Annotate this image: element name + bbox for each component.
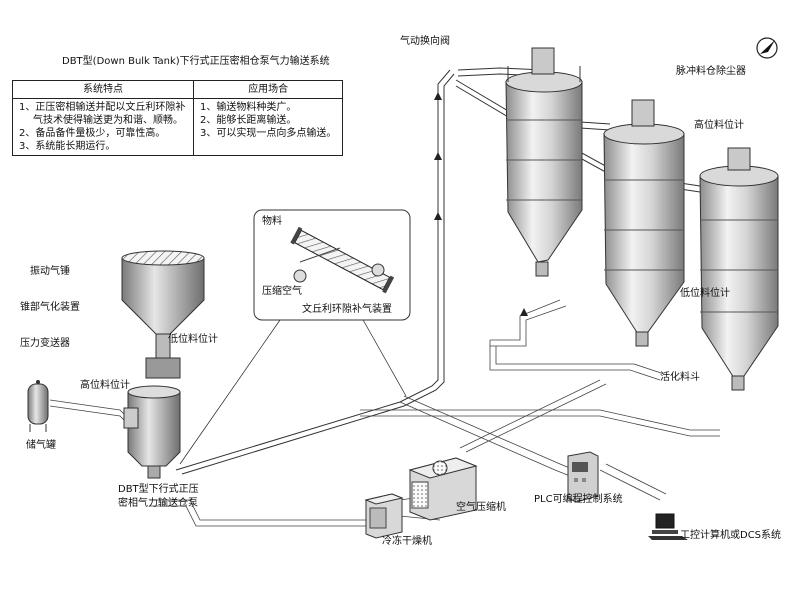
label-venturi-device: 文丘利环隙补气装置 bbox=[302, 304, 392, 315]
pump-icon bbox=[121, 250, 205, 479]
label-air-receiver: 储气罐 bbox=[26, 440, 56, 451]
applications-cell: 1、输送物料种类广。 2、能够长距离输送。 3、可以实现一点向多点输送。 bbox=[192, 98, 344, 156]
feature-line: 3、系统能长期运行。 bbox=[19, 141, 116, 152]
plc-cabinet-icon bbox=[567, 451, 599, 503]
application-line: 1、输送物料种类广。 bbox=[200, 102, 297, 113]
label-high-level-gauge-pump: 高位料位计 bbox=[80, 380, 130, 391]
label-cone-aerator: 锥部气化装置 bbox=[20, 302, 80, 313]
applications-header: 应用场合 bbox=[192, 80, 344, 99]
venturi-inset bbox=[253, 209, 411, 321]
north-arrow-icon bbox=[756, 37, 778, 59]
feature-line: 气技术使得输送更为和谐、顺畅。 bbox=[33, 115, 183, 126]
features-cell: 1、正压密相输送并配以文丘利环隙补 气技术使得输送更为和谐、顺畅。 2、备品备件… bbox=[12, 98, 194, 156]
label-low-level-gauge-pump: 低位料位计 bbox=[168, 334, 218, 345]
label-pump-line2: 密相气力输送仓泵 bbox=[118, 498, 198, 509]
diagram-title: DBT型(Down Bulk Tank)下行式正压密相仓泵气力输送系统 bbox=[62, 56, 330, 67]
label-fluidizing-hopper: 活化料斗 bbox=[660, 372, 700, 383]
application-line: 2、能够长距离输送。 bbox=[200, 115, 297, 126]
label-material: 物料 bbox=[262, 216, 282, 227]
computer-icon bbox=[648, 513, 688, 540]
label-plc: PLC可编程控制系统 bbox=[534, 494, 623, 505]
air-tank-icon bbox=[27, 380, 49, 432]
features-header: 系统特点 bbox=[12, 80, 194, 99]
label-high-level-gauge-silo: 高位料位计 bbox=[694, 120, 744, 131]
compressor-icon bbox=[408, 457, 478, 521]
label-pressure-transmitter: 压力变送器 bbox=[20, 338, 70, 349]
feature-line: 1、正压密相输送并配以文丘利环隙补 bbox=[19, 102, 186, 113]
label-low-level-gauge-silo: 低位料位计 bbox=[680, 288, 730, 299]
feature-line: 2、备品备件量极少，可靠性高。 bbox=[19, 128, 166, 139]
label-dryer: 冷冻干燥机 bbox=[382, 536, 432, 547]
features-table: 系统特点 应用场合 1、正压密相输送并配以文丘利环隙补 气技术使得输送更为和谐、… bbox=[12, 80, 344, 156]
silo-icon bbox=[505, 47, 779, 391]
label-pump-line1: DBT型下行式正压 bbox=[118, 484, 199, 495]
dryer-icon bbox=[364, 493, 404, 539]
application-line: 3、可以实现一点向多点输送。 bbox=[200, 128, 337, 139]
label-computer: 工控计算机或DCS系统 bbox=[680, 530, 782, 541]
label-vibrator: 振动气锤 bbox=[30, 266, 70, 277]
label-air-compressor: 空气压缩机 bbox=[456, 502, 506, 513]
label-compressed-air: 压缩空气 bbox=[262, 286, 302, 297]
label-pneumatic-valve: 气动换向阀 bbox=[400, 36, 450, 47]
label-pulse-dust-collector: 脉冲料仓除尘器 bbox=[676, 66, 746, 77]
